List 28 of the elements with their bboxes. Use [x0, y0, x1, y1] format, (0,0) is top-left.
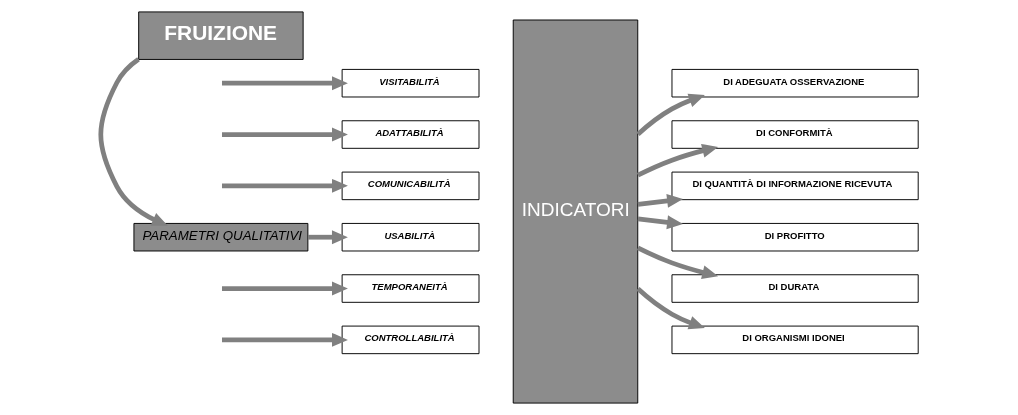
arrow	[636, 143, 718, 178]
node-box: DI QUANTITÀ DI INFORMAZIONE RICEVUTA	[671, 171, 919, 201]
arrow	[635, 93, 705, 136]
node-box: PARAMETRI QUALITATIVI	[132, 222, 308, 252]
arrow	[221, 127, 348, 142]
arrow	[307, 230, 348, 245]
node-box: ADATTABILITÀ	[341, 120, 479, 149]
node-box: INDICATORI	[512, 19, 638, 404]
node-box: DI DURATA	[671, 274, 919, 303]
arrow	[637, 215, 683, 230]
arrow	[637, 193, 683, 208]
node-box: DI CONFORMITÀ	[671, 120, 919, 149]
node-box: FRUIZIONE	[137, 11, 304, 60]
arrow	[636, 245, 718, 280]
node-box: TEMPORANEITÀ	[341, 274, 479, 303]
node-box: CONTROLLABILITÀ	[341, 325, 479, 355]
arrow	[221, 332, 348, 347]
node-box: DI ADEGUATA OSSERVAZIONE	[671, 68, 919, 98]
arrow	[635, 287, 705, 330]
node-box: DI ORGANISMI IDONEI	[671, 325, 919, 355]
node-box: VISITABILITÀ	[341, 68, 479, 98]
node-box: USABILITÀ	[341, 222, 479, 252]
arrow	[221, 281, 348, 296]
arrow	[221, 76, 348, 91]
node-box: DI PROFITTO	[671, 222, 919, 252]
arrow	[221, 178, 348, 193]
node-box: COMUNICABILITÀ	[341, 171, 479, 201]
arrow	[97, 57, 168, 226]
